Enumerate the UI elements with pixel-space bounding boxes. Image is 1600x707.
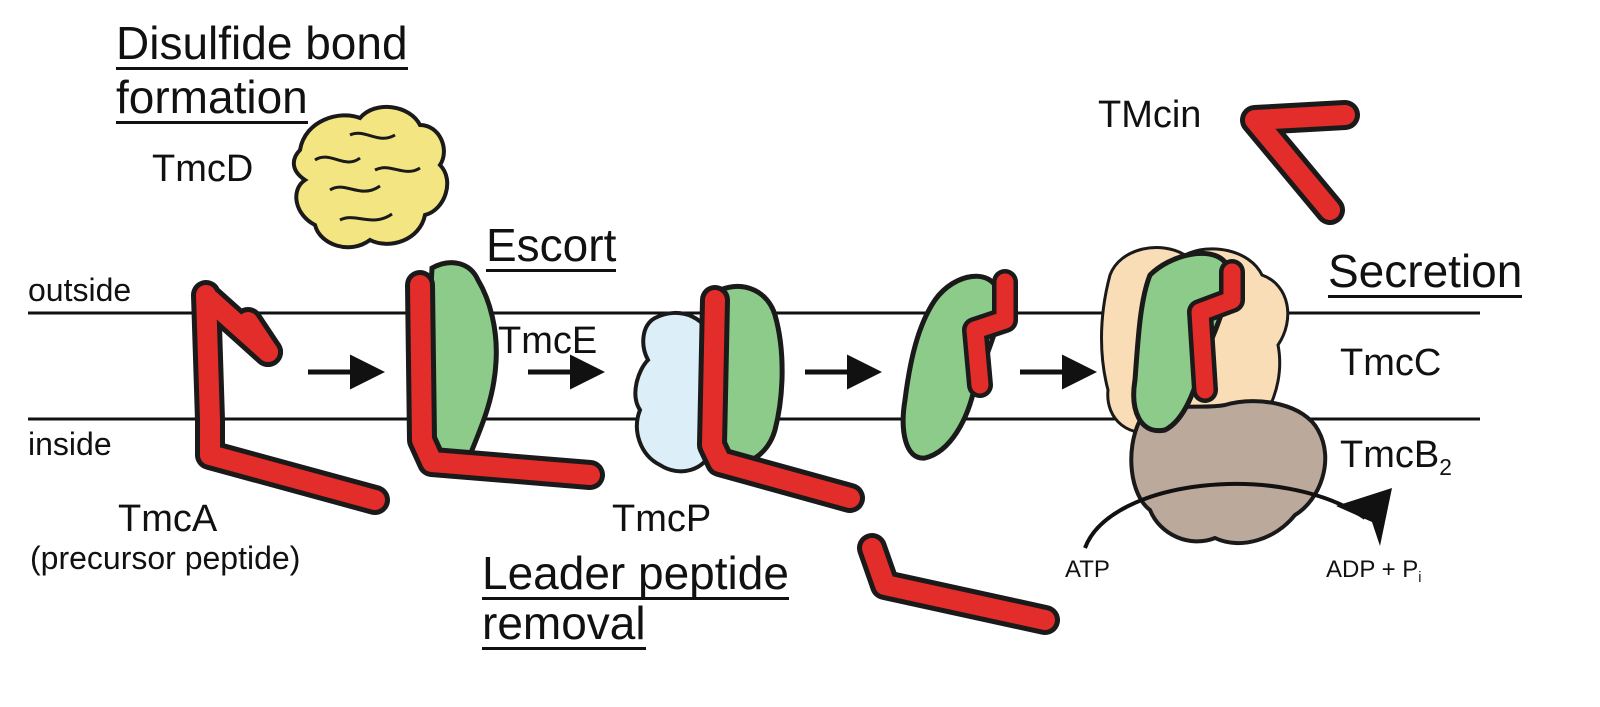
- precursor-label: (precursor peptide): [30, 540, 301, 576]
- tmcin-label: TMcin: [1098, 94, 1202, 136]
- leader-title-line1: Leader peptide: [482, 547, 789, 600]
- tmcc-label: TmcC: [1340, 342, 1442, 384]
- tmcin-peptide-secreted: [1240, 100, 1360, 225]
- adp-label: ADP + Pi: [1326, 556, 1421, 586]
- tmca-label: TmcA: [118, 498, 218, 540]
- disulfide-title-line1: Disulfide bond: [116, 17, 408, 70]
- tmcd-label: TmcD: [152, 148, 254, 190]
- secretion-title: Secretion: [1328, 245, 1523, 298]
- atp-hydrolysis-arrow: [1083, 481, 1367, 549]
- tmce-label: TmcE: [498, 320, 598, 362]
- tmcb-text: TmcB: [1340, 434, 1440, 476]
- escort-title: Escort: [486, 219, 617, 272]
- tmca-peptide: [191, 280, 390, 515]
- tmcin-peptide-stage4: [962, 269, 1018, 398]
- tmcb2-protein: [1129, 399, 1328, 546]
- leader-peptide: [857, 533, 1060, 635]
- disulfide-title-line2: formation: [116, 71, 308, 124]
- tmca-peptide-stage3: [697, 285, 865, 513]
- atp-label: ATP: [1065, 556, 1110, 583]
- adp-subscript: i: [1418, 570, 1422, 587]
- atp-arrowhead: [1336, 488, 1392, 546]
- tmcd-protein: [291, 104, 450, 250]
- tmcin-peptide-stage5: [1187, 259, 1245, 403]
- leader-title-line2: removal: [482, 597, 646, 650]
- outside-label: outside: [28, 272, 132, 308]
- tmcb-subscript: 2: [1439, 453, 1452, 480]
- inside-label: inside: [28, 426, 112, 462]
- tmcp-label: TmcP: [612, 498, 712, 540]
- tmca-peptide-stage2: [405, 270, 605, 490]
- adp-text: ADP + P: [1326, 556, 1419, 583]
- tmcb2-label: TmcB2: [1340, 434, 1452, 478]
- tmce-protein-stage2: [424, 260, 499, 466]
